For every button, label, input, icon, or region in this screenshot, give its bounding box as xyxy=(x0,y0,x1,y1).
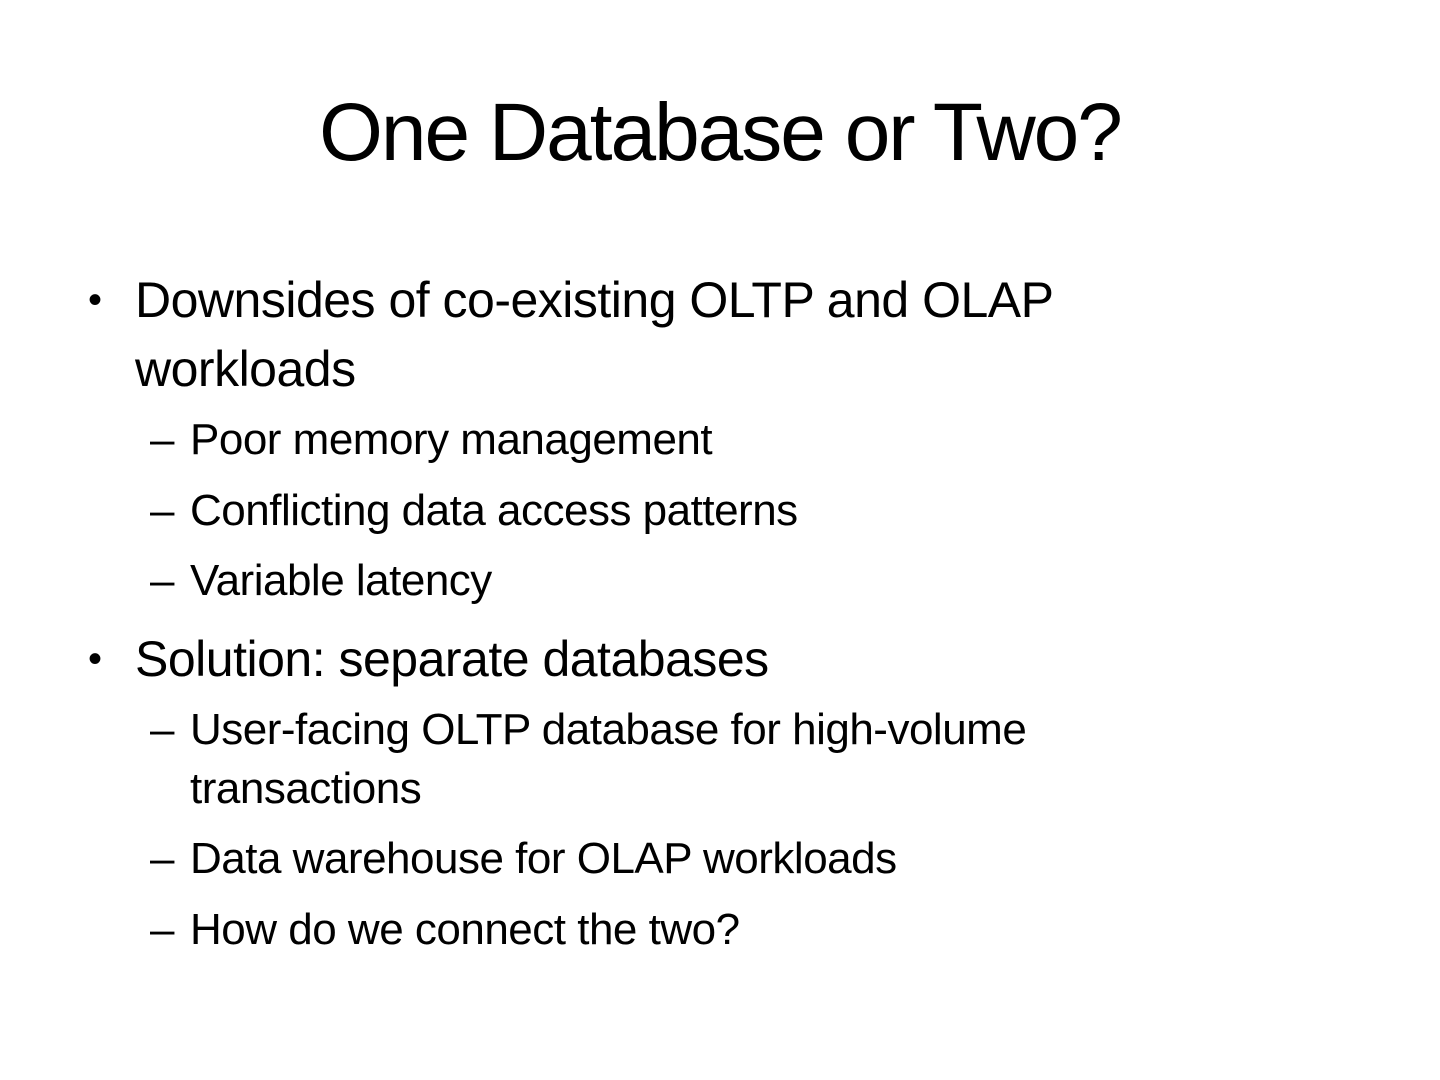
sub-bullet-memory: – Poor memory management xyxy=(150,411,1170,470)
sub-bullet-text: Conflicting data access patterns xyxy=(190,485,798,535)
sub-bullet-text: How do we connect the two? xyxy=(190,904,740,954)
dash-icon: – xyxy=(150,556,174,606)
bullet-text: Downsides of co-existing OLTP and OLAP w… xyxy=(135,272,1053,397)
dash-icon: – xyxy=(150,904,174,954)
dash-icon: – xyxy=(150,834,174,884)
dash-icon: – xyxy=(150,485,174,535)
sub-bullet-text: Variable latency xyxy=(190,556,492,606)
dash-icon: – xyxy=(150,415,174,465)
sub-bullet-latency: – Variable latency xyxy=(150,552,1170,611)
sub-bullet-group: – Poor memory management – Conflicting d… xyxy=(88,411,1170,611)
sub-bullet-text: Poor memory management xyxy=(190,415,713,465)
bullet-dot-icon: • xyxy=(88,278,102,323)
slide-body: • Downsides of co-existing OLTP and OLAP… xyxy=(0,266,1440,959)
sub-bullet-oltp-database: – User-facing OLTP database for high-vol… xyxy=(150,701,1170,818)
sub-bullet-connect: – How do we connect the two? xyxy=(150,901,1170,960)
bullet-dot-icon: • xyxy=(88,636,102,681)
sub-bullet-access-patterns: – Conflicting data access patterns xyxy=(150,482,1170,541)
sub-bullet-text: User-facing OLTP database for high-volum… xyxy=(190,705,1027,813)
sub-bullet-group: – User-facing OLTP database for high-vol… xyxy=(88,701,1170,959)
bullet-text: Solution: separate databases xyxy=(135,630,769,687)
bullet-item-solution: • Solution: separate databases xyxy=(88,625,1170,694)
bullet-item-downsides: • Downsides of co-existing OLTP and OLAP… xyxy=(88,266,1170,403)
sub-bullet-text: Data warehouse for OLAP workloads xyxy=(190,834,897,884)
slide-title: One Database or Two? xyxy=(319,87,1123,178)
dash-icon: – xyxy=(150,705,174,755)
sub-bullet-data-warehouse: – Data warehouse for OLAP workloads xyxy=(150,830,1170,889)
